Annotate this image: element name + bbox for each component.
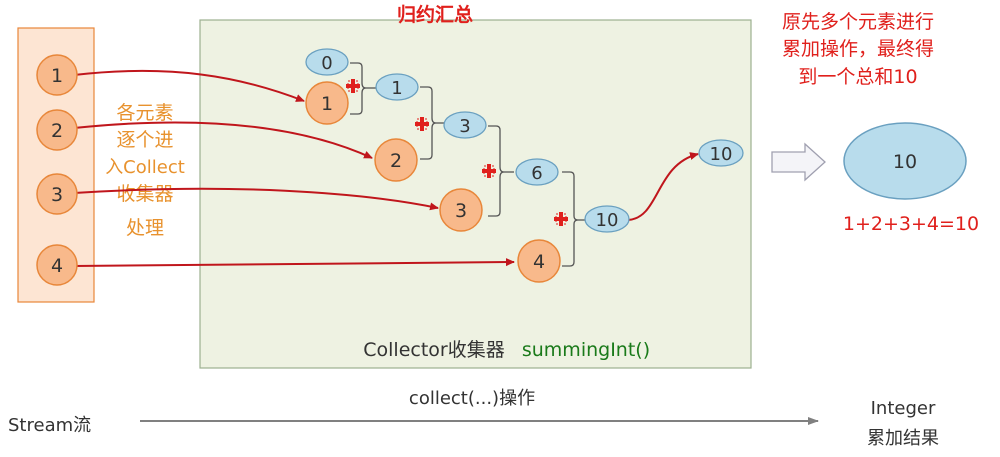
- stream-note-line: 各元素: [116, 102, 173, 124]
- stream-note-line: 收集器: [116, 183, 173, 205]
- flow-arrow-4: [73, 258, 515, 267]
- result-type: Integer: [871, 398, 936, 419]
- accumulator: 1: [375, 73, 419, 101]
- result-node: 10: [843, 122, 967, 200]
- input-label: 4: [533, 251, 545, 273]
- output-label: 10: [710, 144, 733, 165]
- collector-method: summingInt(): [522, 339, 650, 361]
- brace-connectors: [350, 62, 586, 267]
- stream-item: 4: [36, 244, 78, 286]
- result-desc: 累加结果: [867, 428, 939, 449]
- annotation-line: 原先多个元素进行: [782, 11, 934, 33]
- stream-note-line: 入Collect: [105, 157, 185, 178]
- result-equation: 1+2+3+4=10: [843, 213, 979, 235]
- plus-icon: [554, 212, 568, 226]
- stream-item: 3: [36, 173, 78, 215]
- annotation-line: 累加操作，最终得: [782, 38, 934, 60]
- accumulator-label: 10: [596, 210, 619, 231]
- plus-signs: [346, 79, 568, 226]
- result-value: 10: [893, 151, 917, 173]
- accumulator: 6: [515, 158, 559, 186]
- annotation-text: 原先多个元素进行 累加操作，最终得 到一个总和10: [782, 11, 934, 88]
- flow-arrow-1: [73, 69, 305, 102]
- plus-icon: [415, 117, 429, 131]
- accumulator: 3: [443, 111, 487, 139]
- stream-item-label: 2: [51, 120, 63, 142]
- stream-item-label: 4: [51, 255, 63, 277]
- output-arrow: [627, 152, 699, 221]
- input-circle: 1: [305, 81, 349, 125]
- collector-name: Collector收集器: [363, 339, 504, 361]
- input-circle: 2: [374, 138, 418, 182]
- output-node: 10: [698, 139, 744, 167]
- annotation-line: 到一个总和10: [798, 66, 917, 88]
- plus-icon: [346, 79, 360, 93]
- stream-item-label: 1: [51, 65, 63, 87]
- stream-item-label: 3: [51, 184, 63, 206]
- hollow-arrow-icon: [771, 142, 826, 182]
- input-circle: 4: [517, 239, 561, 283]
- accumulator: 10: [584, 205, 630, 233]
- accumulator-label: 6: [531, 163, 542, 184]
- stream-item: 2: [36, 109, 78, 151]
- stream-note-line: 处理: [126, 217, 164, 239]
- accumulator-label: 1: [391, 78, 402, 99]
- stream-item: 1: [36, 54, 78, 96]
- input-label: 1: [321, 93, 333, 115]
- flow-arrow-3: [73, 187, 439, 211]
- flow-arrow-2: [73, 121, 373, 159]
- diagram-title: 归约汇总: [397, 3, 473, 26]
- stream-note-line: 逐个进: [116, 129, 173, 151]
- operation-label: collect(...)操作: [409, 388, 535, 409]
- stream-note: 各元素 逐个进 入Collect 收集器 处理: [105, 102, 185, 239]
- accumulator-label: 3: [459, 116, 470, 137]
- accumulator-label: 0: [321, 53, 332, 74]
- stream-label: Stream流: [8, 415, 91, 436]
- input-label: 2: [390, 150, 402, 172]
- plus-icon: [482, 164, 496, 178]
- input-label: 3: [455, 200, 467, 222]
- accumulator: 0: [305, 48, 349, 76]
- input-circle: 3: [439, 188, 483, 232]
